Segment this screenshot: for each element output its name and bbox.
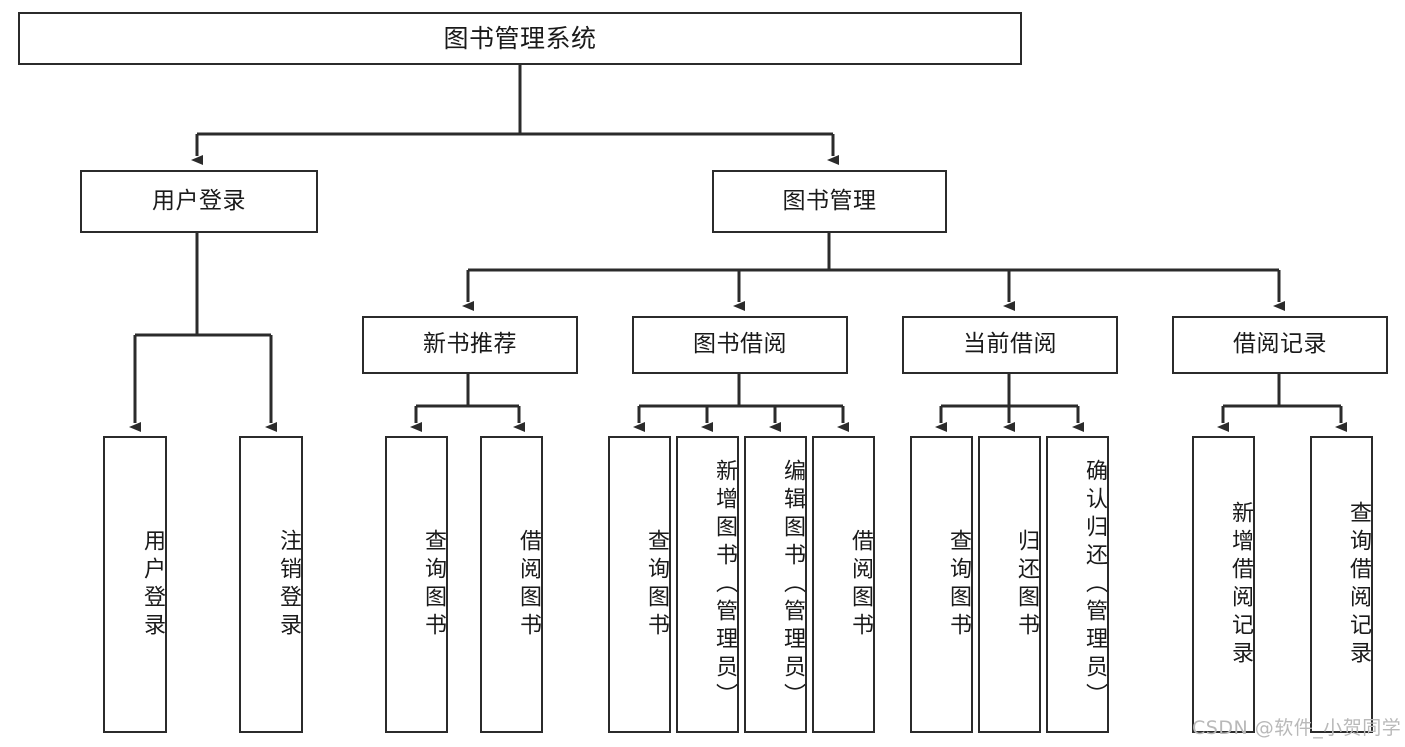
leaf-text-wrap: 查询图书 xyxy=(387,438,446,731)
node-borrow-record[interactable]: 借阅记录 xyxy=(1172,316,1388,374)
node-leaf-borrow-add-book[interactable]: 新增图书（管理员） xyxy=(676,436,739,733)
node-label: 借阅图书 xyxy=(848,528,873,641)
node-label: 查询图书 xyxy=(421,528,446,641)
node-label: 查询借阅记录 xyxy=(1346,500,1371,669)
leaf-text-wrap: 查询借阅记录 xyxy=(1312,438,1371,731)
node-book-management[interactable]: 图书管理 xyxy=(712,170,947,233)
node-leaf-borrow-borrow-book[interactable]: 借阅图书 xyxy=(812,436,875,733)
node-user-login[interactable]: 用户登录 xyxy=(80,170,318,233)
leaf-text-wrap: 注销登录 xyxy=(241,438,301,731)
node-label: 确认归还（管理员） xyxy=(1082,458,1107,711)
node-leaf-new-book-borrow[interactable]: 借阅图书 xyxy=(480,436,543,733)
node-leaf-user-login-login[interactable]: 用户登录 xyxy=(103,436,167,733)
node-leaf-record-query-record[interactable]: 查询借阅记录 xyxy=(1310,436,1373,733)
node-label: 图书管理系统 xyxy=(443,23,597,53)
node-current-borrow[interactable]: 当前借阅 xyxy=(902,316,1118,374)
node-leaf-current-query-book[interactable]: 查询图书 xyxy=(910,436,973,733)
node-label: 新增借阅记录 xyxy=(1228,500,1253,669)
node-label: 用户登录 xyxy=(140,528,165,641)
leaf-text-wrap: 用户登录 xyxy=(105,438,165,731)
leaf-text-wrap: 查询图书 xyxy=(912,438,971,731)
watermark-csdn: CSDN @软件_小贺同学 xyxy=(1192,717,1402,739)
node-book-borrow[interactable]: 图书借阅 xyxy=(632,316,848,374)
node-label: 注销登录 xyxy=(276,528,301,641)
node-label: 借阅记录 xyxy=(1233,331,1327,358)
leaf-text-wrap: 新增图书（管理员） xyxy=(678,438,737,731)
leaf-text-wrap: 借阅图书 xyxy=(482,438,541,731)
leaf-text-wrap: 查询图书 xyxy=(610,438,669,731)
node-label: 新增图书（管理员） xyxy=(712,458,737,711)
node-leaf-current-confirm-return[interactable]: 确认归还（管理员） xyxy=(1046,436,1109,733)
node-label: 借阅图书 xyxy=(516,528,541,641)
node-new-book-recommend[interactable]: 新书推荐 xyxy=(362,316,578,374)
node-label: 新书推荐 xyxy=(423,331,517,358)
node-leaf-user-login-logout[interactable]: 注销登录 xyxy=(239,436,303,733)
leaf-text-wrap: 确认归还（管理员） xyxy=(1048,438,1107,731)
node-leaf-record-add-record[interactable]: 新增借阅记录 xyxy=(1192,436,1255,733)
node-label: 归还图书 xyxy=(1014,528,1039,641)
node-label: 查询图书 xyxy=(644,528,669,641)
node-label: 编辑图书（管理员） xyxy=(780,458,805,711)
leaf-text-wrap: 归还图书 xyxy=(980,438,1039,731)
leaf-text-wrap: 编辑图书（管理员） xyxy=(746,438,805,731)
node-label: 图书借阅 xyxy=(693,331,787,358)
leaf-text-wrap: 新增借阅记录 xyxy=(1194,438,1253,731)
node-leaf-current-return-book[interactable]: 归还图书 xyxy=(978,436,1041,733)
node-label: 用户登录 xyxy=(152,187,246,214)
node-label: 图书管理 xyxy=(782,187,877,214)
node-leaf-new-book-query[interactable]: 查询图书 xyxy=(385,436,448,733)
node-leaf-borrow-edit-book[interactable]: 编辑图书（管理员） xyxy=(744,436,807,733)
node-label: 当前借阅 xyxy=(963,331,1057,358)
node-leaf-borrow-query-book[interactable]: 查询图书 xyxy=(608,436,671,733)
leaf-text-wrap: 借阅图书 xyxy=(814,438,873,731)
node-label: 查询图书 xyxy=(946,528,971,641)
node-root-book-management-system[interactable]: 图书管理系统 xyxy=(18,12,1022,65)
